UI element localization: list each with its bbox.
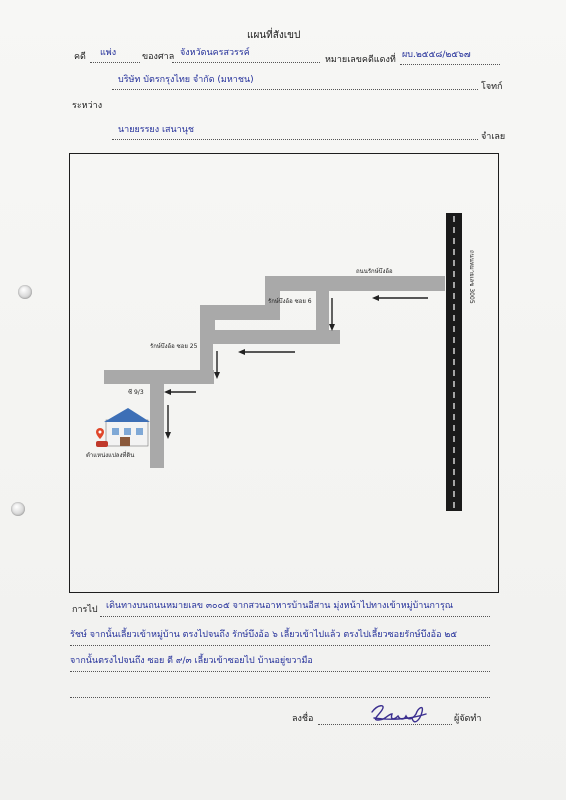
road-top-label: ถนนรักษ์บึงอ้อ bbox=[356, 267, 393, 275]
defendant-dots bbox=[112, 139, 478, 140]
highway-3005 bbox=[446, 213, 462, 511]
arrow-2-head bbox=[329, 324, 335, 331]
plaintiff-role: โจทก์ bbox=[481, 82, 503, 92]
case-type-dots bbox=[90, 62, 140, 63]
case-label: คดี bbox=[74, 52, 86, 62]
highway-label: ถนนหมายเลข 3005 bbox=[468, 250, 475, 304]
local-roads bbox=[104, 276, 445, 468]
road-rakbueng-o bbox=[265, 276, 445, 291]
directions-dots-3 bbox=[70, 671, 490, 672]
arrow-1-head bbox=[372, 295, 379, 301]
court-name-dots bbox=[172, 62, 320, 63]
red-case-number: ผบ.๒๕๕๘/๒๕๖๗ bbox=[402, 50, 471, 60]
directions-label: การไป bbox=[72, 605, 98, 615]
court-label: ของศาล bbox=[142, 52, 175, 62]
red-case-dots bbox=[400, 64, 500, 65]
between-label: ระหว่าง bbox=[72, 101, 103, 111]
directions-line-2: รัชษ์ จากนั้นเลี้ยวเข้าหมู่บ้าน ตรงไปจนถ… bbox=[70, 630, 458, 640]
signature-mark bbox=[371, 705, 427, 723]
road-soi6-stub bbox=[316, 276, 329, 330]
direction-arrows bbox=[164, 295, 428, 439]
plaintiff-name: บริษัท บัตรกรุงไทย จำกัด (มหาชน) bbox=[118, 75, 254, 85]
directions-line-3: จากนั้นตรงไปจนถึง ซอย ตี ๙/๓ เลี้ยวเข้าซ… bbox=[70, 656, 313, 666]
defendant-role: จำเลย bbox=[481, 132, 506, 142]
road-soi6-h bbox=[200, 305, 280, 320]
red-case-label: หมายเลขคดีแดงที่ bbox=[325, 55, 396, 65]
arrow-5-head bbox=[164, 389, 171, 395]
soi6-label: รักษ์บึงอ้อ ซอย 6 bbox=[268, 297, 312, 305]
court-name-value: จังหวัดนครสวรรค์ bbox=[180, 48, 250, 58]
sign-label: ลงชื่อ bbox=[292, 714, 314, 724]
signature-role: ผู้จัดทำ bbox=[454, 714, 482, 724]
arrow-3-head bbox=[238, 349, 245, 355]
punch-hole-bottom bbox=[11, 502, 25, 516]
road-soi25 bbox=[200, 330, 340, 344]
directions-dots-1 bbox=[100, 616, 490, 617]
directions-line-1: เดินทางบนถนนหมายเลข ๓๐๐๕ จากสวนอาหารบ้าน… bbox=[106, 601, 454, 611]
case-type-value: แพ่ง bbox=[100, 48, 117, 58]
plaintiff-dots bbox=[112, 89, 478, 90]
road-soi93-v bbox=[150, 370, 164, 468]
directions-dots-4 bbox=[70, 697, 490, 698]
defendant-name: นายยรรยง เสนานุช bbox=[118, 125, 194, 135]
arrow-4-head bbox=[214, 372, 220, 379]
punch-hole-top bbox=[18, 285, 32, 299]
road-stub bbox=[104, 370, 116, 384]
soi25-label: รักษ์บึงอ้อ ซอย 25 bbox=[150, 342, 198, 350]
soi93-label: ซี 9/3 bbox=[128, 388, 144, 396]
location-pin-icon bbox=[96, 428, 104, 439]
signature-dots bbox=[318, 724, 452, 725]
destination-label: ตำแหน่งแปลงที่ดิน bbox=[86, 451, 134, 459]
document-title: แผนที่สังเขป bbox=[247, 30, 301, 41]
arrow-6-head bbox=[165, 432, 171, 439]
map-frame bbox=[69, 153, 499, 593]
car-icon bbox=[96, 441, 108, 447]
directions-dots-2 bbox=[70, 645, 490, 646]
house-icon bbox=[96, 408, 150, 447]
